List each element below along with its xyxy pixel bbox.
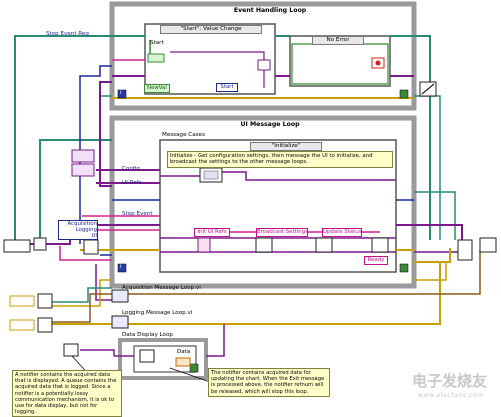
error-dialog-node [479, 237, 497, 253]
stop-event-reg-label: Stop Event Reg [46, 31, 89, 37]
event-structure-frame [144, 23, 276, 95]
start-button-terminal [147, 53, 165, 63]
refs-cluster-2 [71, 163, 95, 177]
notifier-exit-note: The notifier contains acquired data for … [208, 368, 330, 397]
ui-refs-label: UI Refs [122, 180, 142, 186]
notifier-refnum-node [63, 343, 79, 357]
ready-const: Ready [364, 256, 388, 265]
event-loop-iteration [117, 89, 127, 99]
acq-label: Acquisition [67, 221, 97, 227]
start-label: Start [150, 40, 164, 46]
init-block-left [3, 239, 31, 253]
ui-loop-iteration [117, 263, 127, 273]
wait-notification-node [139, 349, 155, 363]
init-ui-refs-const: Init UI Refs [194, 228, 230, 237]
obtain-notifier-node [37, 293, 53, 309]
enqueue-node-1 [255, 237, 273, 253]
obtain-queue-node [37, 317, 53, 333]
event-iteration-label: i [120, 90, 122, 96]
enqueue-node-2 [315, 237, 333, 253]
numeric-block [257, 59, 271, 71]
data-const-2 [9, 319, 35, 331]
notifier-queue-note: A notifier contains the acquired data th… [12, 370, 122, 417]
acq-log-ui-labels: Acquisition Logging UI [58, 220, 98, 240]
update-status-const: Update Status [322, 228, 362, 237]
broadcast-settings-const: Broadcast Settings [256, 228, 308, 237]
event-case-selector[interactable]: "Start": Value Change [160, 25, 262, 34]
start-string-const: Start [216, 83, 238, 92]
ui-loop-frame [109, 115, 417, 289]
log-label: Logging [75, 227, 97, 233]
error-case-selector[interactable]: No Error [312, 36, 364, 45]
data-loop-title: Data Display Loop [122, 332, 173, 338]
refs-cluster [71, 149, 95, 163]
bundle-node [197, 237, 211, 253]
data-const-1 [9, 295, 35, 307]
data-label: Data [177, 349, 191, 355]
logging-subvi-icon [111, 315, 129, 329]
acquisition-subvi-label: Acquisition Message Loop.vi [122, 285, 201, 291]
config-label: Config [122, 166, 140, 172]
logging-subvi-label: Logging Message Loop.vi [122, 310, 193, 316]
event-loop-title: Event Handling Loop [233, 7, 307, 14]
initialize-description: Initialize - Get configuration settings,… [167, 151, 393, 168]
chart-terminal [175, 357, 191, 367]
ui-loop-title: UI Message Loop [240, 121, 300, 128]
watermark-url: www.elecfans.com [418, 392, 484, 399]
message-cases-label: Message Cases [162, 132, 205, 138]
acquisition-subvi-icon [111, 289, 129, 303]
stop-event-label: Stop Event [122, 211, 153, 217]
watermark-cn: 电子发烧友 [412, 372, 488, 390]
merge-errors-node [457, 239, 473, 261]
ui-iteration-label: i [120, 264, 122, 270]
event-loop-frame [109, 1, 417, 111]
enqueue-node-3 [371, 237, 389, 253]
ui-label: UI [91, 233, 97, 239]
queue-node-left [33, 237, 47, 251]
data-loop-frame [118, 338, 208, 380]
newval-terminal: NewVal [144, 84, 170, 93]
message-case-selector[interactable]: "Initialize" [250, 142, 322, 151]
bundle-left [83, 239, 99, 255]
